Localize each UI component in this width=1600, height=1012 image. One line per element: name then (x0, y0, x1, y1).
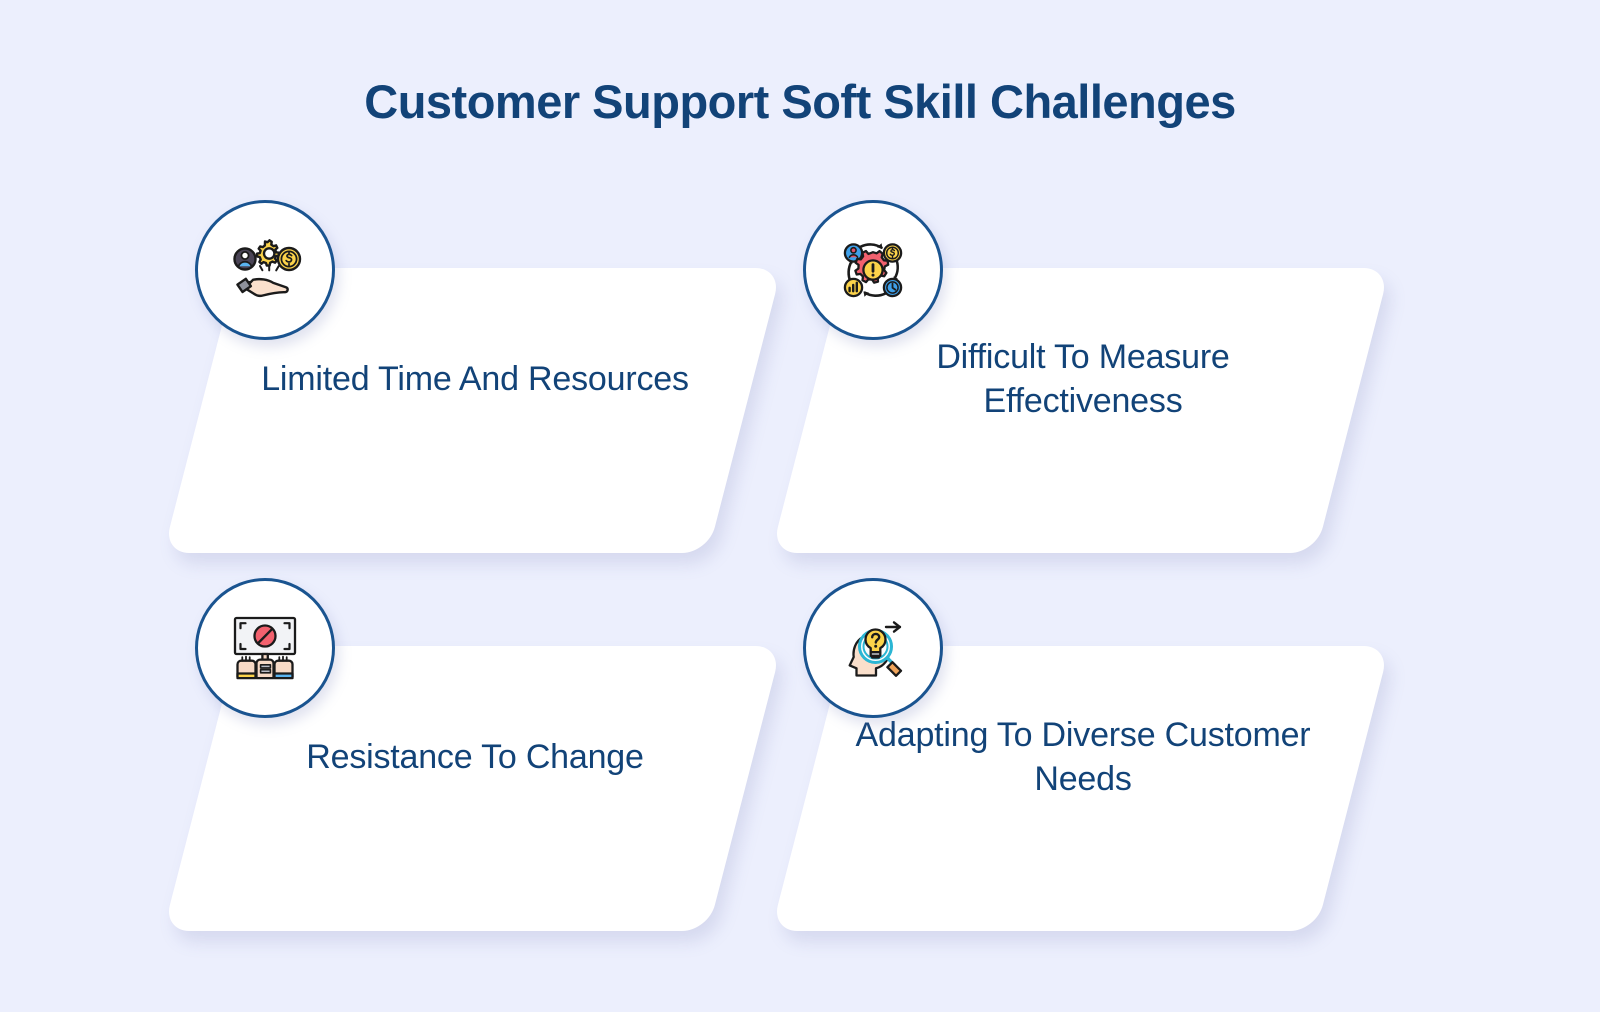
challenge-card-adapting-to-diverse-customer-needs[interactable]: Adapting To Diverse Customer Needs (771, 578, 1403, 931)
card-label-wrapper: Adapting To Diverse Customer Needs (843, 646, 1323, 931)
icon-badge-hand-holding-user-gear-coin (195, 200, 335, 340)
head-lightbulb-question-magnifier-icon (848, 621, 903, 677)
card-label-wrapper: Limited Time And Resources (235, 268, 715, 553)
card-label: Adapting To Diverse Customer Needs (855, 715, 1311, 798)
challenge-card-limited-time-and-resources[interactable]: Limited Time And Resources (163, 200, 795, 553)
icon-badge-gear-exclamation-metrics-cycle (803, 200, 943, 340)
challenge-card-difficult-to-measure-effectiveness[interactable]: Difficult To Measure Effectiveness (771, 200, 1403, 553)
card-label: Difficult To Measure Effectiveness (936, 337, 1230, 420)
hand-holding-user-gear-coin-icon (233, 239, 302, 298)
icon-badge-protest-hands-prohibition-sign (195, 578, 335, 718)
card-label-wrapper: Difficult To Measure Effectiveness (843, 268, 1323, 553)
card-label: Resistance To Change (306, 737, 644, 776)
protest-hands-prohibition-sign-icon (233, 616, 297, 680)
challenge-card-resistance-to-change[interactable]: Resistance To Change (163, 578, 795, 931)
icon-badge-head-lightbulb-question-magnifier (803, 578, 943, 718)
gear-exclamation-metrics-cycle-icon (843, 243, 903, 298)
card-label: Limited Time And Resources (261, 359, 689, 398)
page-title: Customer Support Soft Skill Challenges (364, 75, 1236, 128)
card-label-wrapper: Resistance To Change (235, 646, 715, 931)
